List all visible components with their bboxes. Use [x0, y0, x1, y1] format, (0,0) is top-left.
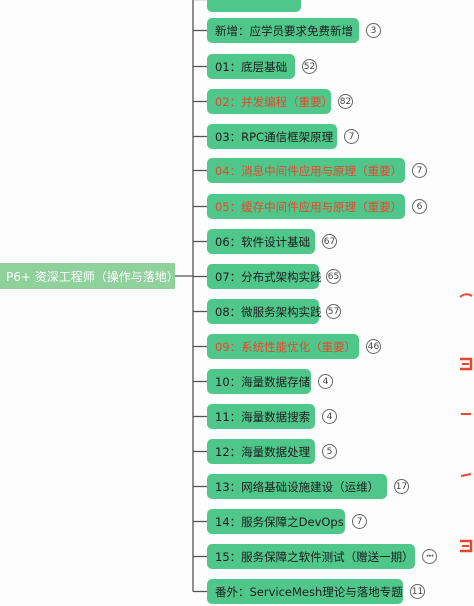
- child-node-09[interactable]: 09：系统性能优化（重要）: [207, 334, 359, 359]
- count-badge[interactable]: 82: [338, 94, 353, 109]
- count-badge[interactable]: 65: [326, 269, 341, 284]
- count-badge[interactable]: 57: [326, 304, 341, 319]
- decorative-mark-icon: [460, 357, 473, 371]
- child-node-14[interactable]: 14：服务保障之DevOps: [207, 509, 345, 534]
- child-node-15[interactable]: 15：服务保障之软件测试（赠送一期）: [207, 544, 415, 569]
- child-node-12[interactable]: 12：海量数据处理: [207, 439, 315, 464]
- count-badge[interactable]: 4: [318, 374, 333, 389]
- count-badge[interactable]: 7: [352, 514, 367, 529]
- child-node-03[interactable]: 03：RPC通信框架原理: [207, 124, 337, 149]
- count-badge[interactable]: 67: [322, 234, 337, 249]
- root-node[interactable]: P6+ 资深工程师（操作与落地）: [0, 263, 175, 289]
- child-node-new[interactable]: 新增：应学员要求免费新增: [207, 18, 359, 43]
- decorative-mark-icon: [460, 473, 472, 477]
- decorative-mark-icon: [460, 539, 473, 553]
- count-badge[interactable]: 46: [366, 339, 381, 354]
- child-node-05[interactable]: 05：缓存中间件应用与原理（重要）: [207, 194, 405, 219]
- decorative-mark-icon: [461, 413, 471, 415]
- child-node-06[interactable]: 06：软件设计基础: [207, 229, 315, 254]
- count-badge[interactable]: 3: [366, 23, 381, 38]
- child-node-01[interactable]: 01：底层基础: [207, 54, 295, 79]
- child-node-extra[interactable]: 番外：ServiceMesh理论与落地专题: [207, 579, 403, 604]
- child-node-02[interactable]: 02：并发编程（重要）: [207, 89, 333, 114]
- child-node-04[interactable]: 04：消息中间件应用与原理（重要）: [207, 158, 405, 183]
- count-badge[interactable]: 7: [344, 129, 359, 144]
- child-node-partial[interactable]: [207, 0, 301, 12]
- count-badge[interactable]: 4: [322, 409, 337, 424]
- count-badge[interactable]: 11: [410, 584, 425, 599]
- child-node-07[interactable]: 07：分布式架构实践: [207, 264, 322, 289]
- child-node-08[interactable]: 08：微服务架构实践: [207, 299, 322, 324]
- count-badge[interactable]: 7: [412, 163, 427, 178]
- count-badge[interactable]: 17: [394, 479, 409, 494]
- more-options-icon[interactable]: ···: [422, 549, 437, 564]
- child-node-11[interactable]: 11：海量数据搜索: [207, 404, 315, 429]
- count-badge[interactable]: 5: [322, 444, 337, 459]
- child-node-13[interactable]: 13：网络基础设施建设（运维）: [207, 474, 387, 499]
- count-badge[interactable]: 52: [302, 59, 317, 74]
- decorative-mark-icon: [459, 293, 473, 298]
- child-node-10[interactable]: 10：海量数据存储: [207, 369, 311, 394]
- count-badge[interactable]: 6: [412, 199, 427, 214]
